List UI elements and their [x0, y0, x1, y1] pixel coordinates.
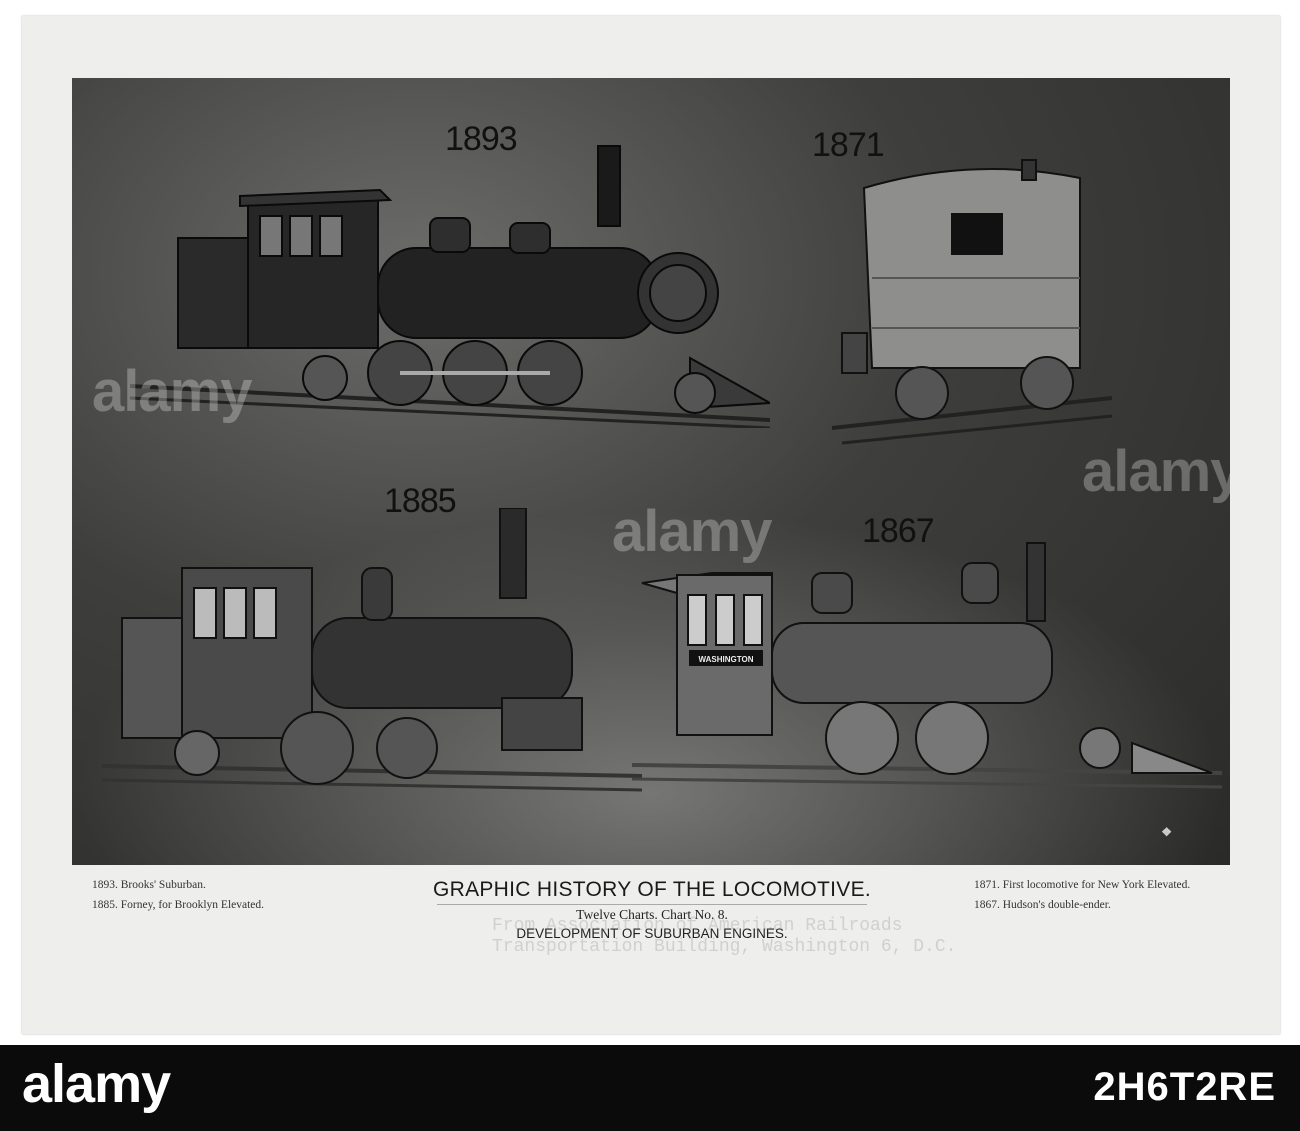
photo-print: 1893	[22, 16, 1280, 1034]
locomotive-1871-illustration	[831, 159, 1112, 445]
year-label-1871: 1871	[812, 126, 885, 164]
show-through-text: From Association of American Railroads T…	[492, 916, 1012, 957]
brand-logo: alamy	[22, 1054, 171, 1114]
title-divider	[437, 904, 867, 905]
caption-area: 1893. Brooks' Suburban. 1885. Forney, fo…	[22, 878, 1280, 968]
locomotive-1885-illustration	[102, 508, 642, 792]
watermark: alamy	[92, 359, 252, 424]
nameplate-text: WASHINGTON	[699, 655, 754, 664]
subtitle: Twelve Charts. Chart No. 8.	[576, 907, 728, 922]
show-through-line: Transportation Building, Washington 6, D…	[492, 936, 957, 957]
year-label-1885: 1885	[384, 482, 457, 520]
engraver-monogram-icon: ❖	[1161, 825, 1172, 839]
caption-right: 1871. First locomotive for New York Elev…	[974, 878, 1214, 919]
title-block: GRAPHIC HISTORY OF THE LOCOMOTIVE. Twelv…	[382, 878, 922, 941]
section-heading: DEVELOPMENT OF SUBURBAN ENGINES.	[516, 926, 788, 941]
watermark: alamy	[612, 499, 772, 564]
locomotive-1867-illustration: WASHINGTON	[632, 542, 1222, 789]
stock-footer-band: alamy 2H6T2RE	[0, 1045, 1300, 1131]
watermark: alamy	[1082, 439, 1230, 504]
year-label-1893: 1893	[445, 120, 518, 158]
locomotive-1893-illustration	[130, 145, 770, 428]
caption-item: 1871. First locomotive for New York Elev…	[974, 879, 1191, 891]
illustration-plate: 1893	[72, 78, 1230, 865]
year-label-1867: 1867	[862, 512, 935, 550]
caption-item: 1885. Forney, for Brooklyn Elevated.	[92, 899, 265, 912]
caption-left: 1893. Brooks' Suburban. 1885. Forney, fo…	[92, 878, 382, 919]
show-through-line: From Association of American Railroads	[492, 916, 903, 936]
caption-item: 1893. Brooks' Suburban.	[92, 879, 206, 891]
stock-image-id: 2H6T2RE	[1093, 1065, 1276, 1109]
main-title: GRAPHIC HISTORY OF THE LOCOMOTIVE.	[432, 878, 872, 901]
caption-item: 1867. Hudson's double-ender.	[974, 899, 1111, 912]
